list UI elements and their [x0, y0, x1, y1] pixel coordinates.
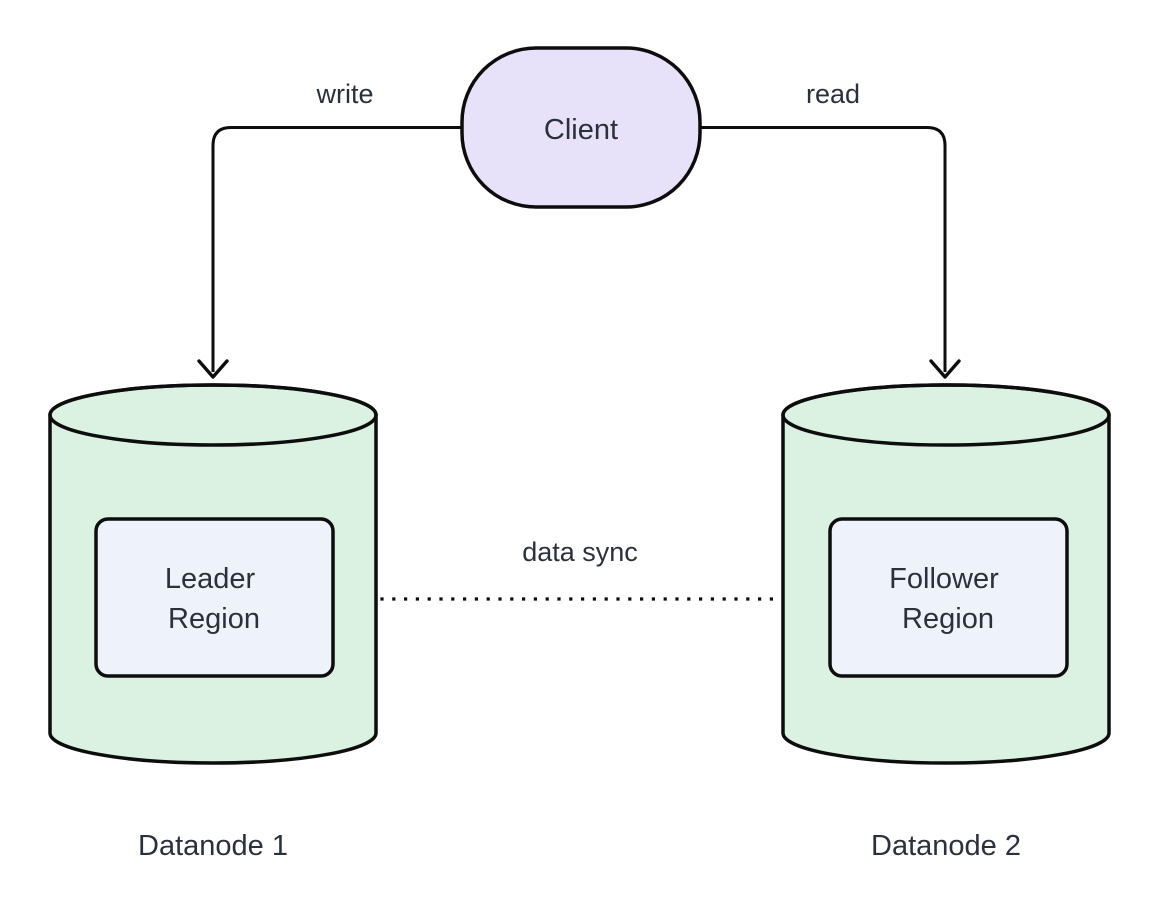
client-node-shape	[460, 46, 702, 209]
datanode2-cylinder-top	[781, 383, 1111, 447]
read-arrowhead-icon	[929, 359, 961, 379]
leader-region-label-line1: Leader	[165, 563, 256, 595]
datanode2-node: Follower Region Datanode 2	[781, 383, 1111, 862]
write-arrowhead-icon	[197, 359, 229, 379]
write-edge-label: write	[315, 79, 373, 109]
read-edge-label: read	[806, 79, 860, 109]
leader-region-label: Leader Region	[165, 563, 263, 635]
follower-region-label-line2: Region	[902, 603, 994, 635]
datanode1-node: Leader Region Datanode 1	[48, 383, 378, 862]
write-edge-line	[211, 126, 462, 372]
datanode1-cylinder-top	[48, 383, 378, 447]
datanode1-caption: Datanode 1	[138, 830, 288, 862]
follower-region-label-line1: Follower	[889, 563, 999, 595]
read-edge-line	[700, 126, 947, 372]
client-node-label: Client	[544, 114, 618, 146]
follower-region-box	[828, 517, 1069, 678]
datanode2-caption: Datanode 2	[871, 830, 1021, 862]
data-sync-edge-label: data sync	[522, 537, 638, 567]
client-node: Client	[460, 46, 702, 209]
leader-region-box	[94, 517, 335, 678]
follower-region-label: Follower Region	[889, 563, 1007, 635]
leader-region-label-line2: Region	[168, 603, 260, 635]
